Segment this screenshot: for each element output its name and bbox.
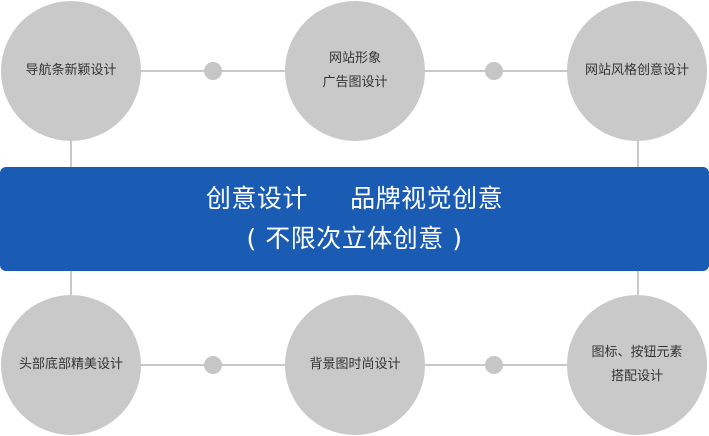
connector-left-banner-bottom: [70, 266, 72, 298]
node-icon-button-design: 图标、按钮元素 搭配设计: [567, 295, 707, 435]
connector-left-top-banner: [70, 138, 72, 172]
banner-title: 创意设计 品牌视觉创意: [205, 184, 504, 213]
node-background-design: 背景图时尚设计: [285, 295, 425, 435]
connector-right-banner-bottom: [637, 266, 639, 298]
center-banner: 创意设计 品牌视觉创意 ( 不限次立体创意 ): [0, 167, 709, 271]
node-nav-bar-design: 导航条新颖设计: [1, 1, 141, 141]
connector-dot: [204, 62, 222, 80]
node-label: 广告图设计: [322, 75, 388, 90]
node-brand-ad-design: 网站形象 广告图设计: [285, 1, 425, 141]
node-label: 导航条新颖设计: [25, 63, 117, 78]
node-label: 网站风格创意设计: [584, 63, 689, 78]
node-label: 搭配设计: [610, 369, 663, 384]
node-label: 背景图时尚设计: [309, 357, 401, 372]
connector-right-top-banner: [637, 138, 639, 172]
connector-dot: [485, 62, 503, 80]
banner-subtitle: ( 不限次立体创意 ): [246, 224, 463, 253]
node-label: 图标、按钮元素: [591, 345, 683, 360]
node-label: 头部底部精美设计: [18, 357, 123, 372]
connector-dot: [204, 356, 222, 374]
node-header-footer-design: 头部底部精美设计: [1, 295, 141, 435]
node-label: 网站形象: [328, 51, 381, 66]
connector-dot: [485, 356, 503, 374]
node-site-style-design: 网站风格创意设计: [567, 1, 707, 141]
